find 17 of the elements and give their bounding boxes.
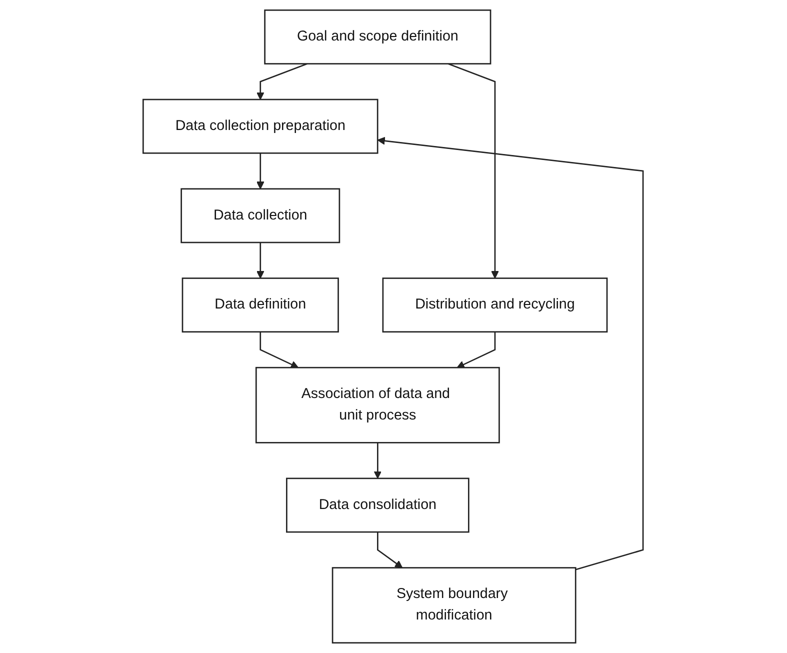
arrow: [448, 63, 500, 279]
node-box: Data collection: [181, 188, 341, 244]
node-box: Data definition: [182, 278, 340, 333]
node-box: Data consolidation: [286, 478, 470, 533]
node-box: System boundary modification: [332, 567, 577, 644]
arrow: [256, 153, 265, 190]
node-box: Distribution and recycling: [382, 278, 608, 333]
node-box: Data collection preparation: [142, 98, 379, 154]
arrow: [378, 136, 644, 570]
arrow: [260, 332, 299, 368]
arrow: [256, 242, 265, 279]
arrow: [256, 63, 308, 100]
arrow: [374, 442, 382, 479]
arrow: [457, 332, 496, 368]
node-box: Association of data and unit process: [256, 366, 500, 444]
arrow: [377, 532, 404, 568]
node-box: Goal and scope definition: [264, 9, 492, 64]
